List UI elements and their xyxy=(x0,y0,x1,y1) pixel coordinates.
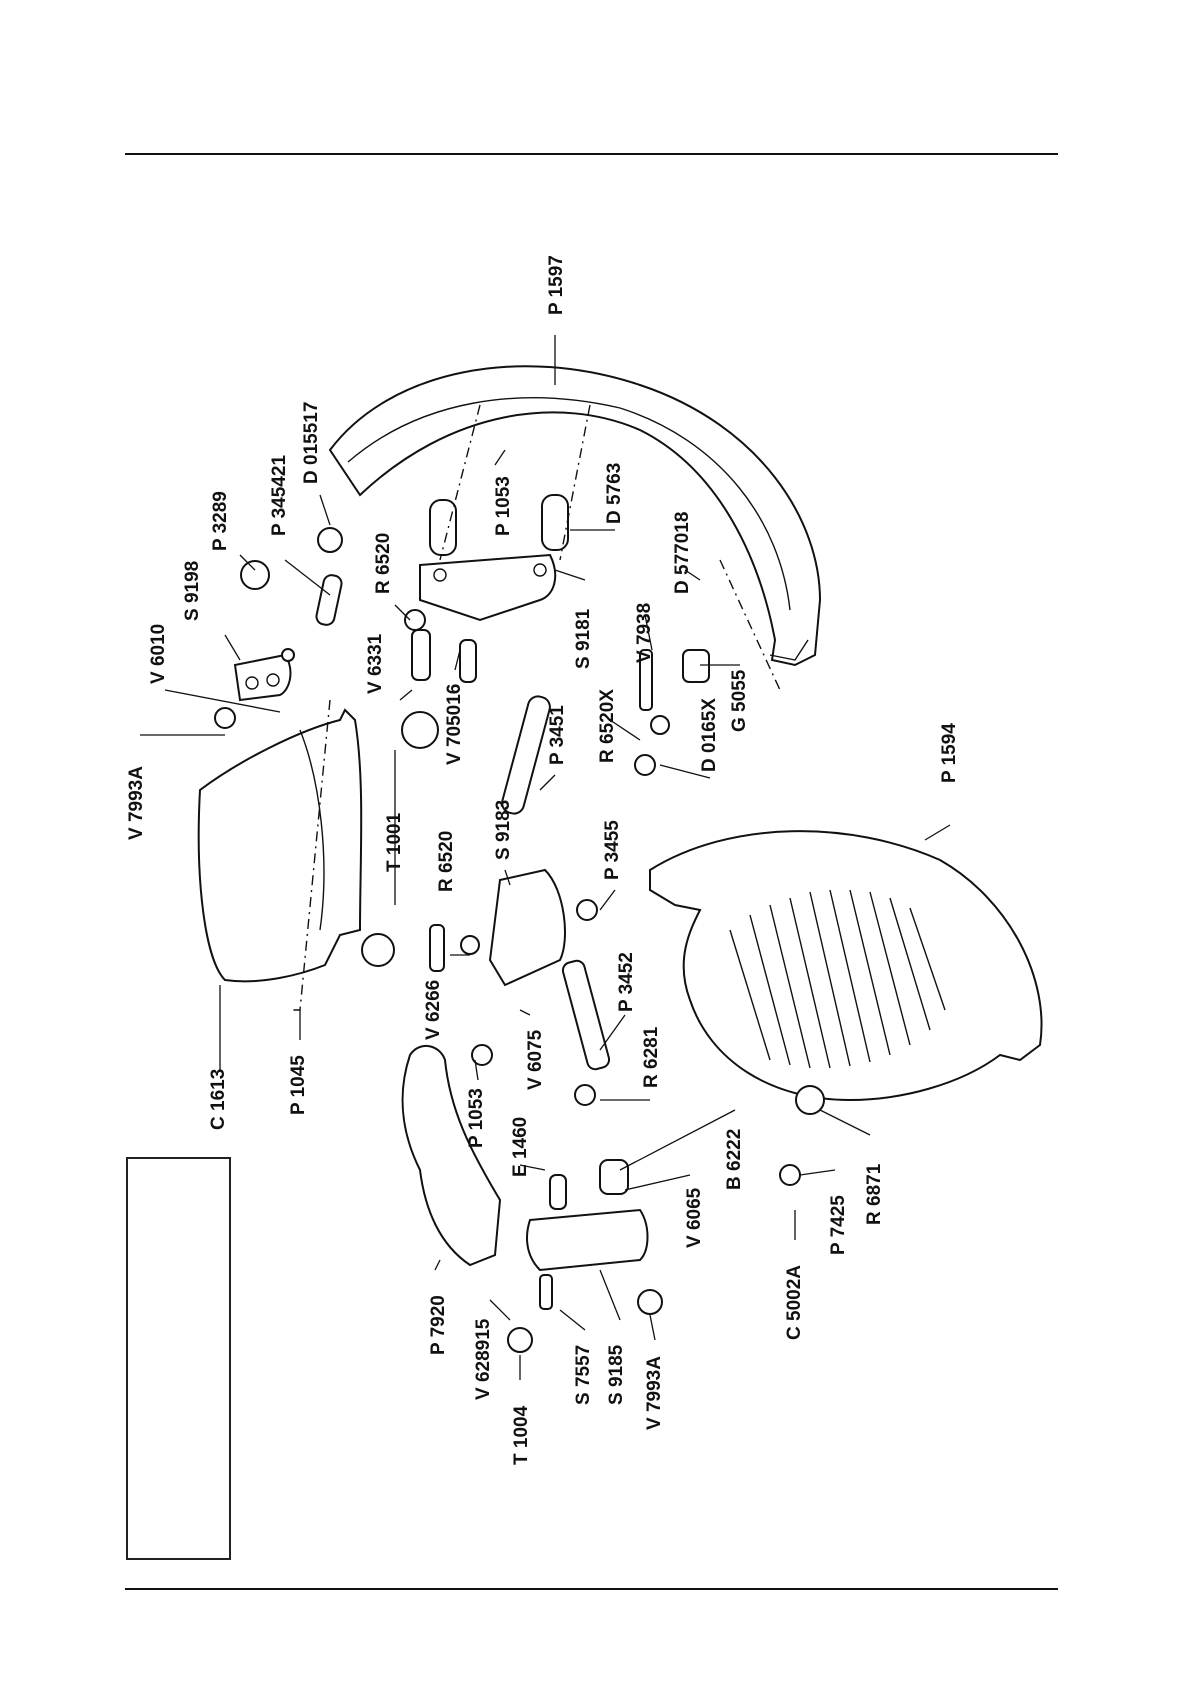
title-block-frame xyxy=(126,1157,231,1560)
label-v6065: V 6065 xyxy=(684,1187,705,1248)
label-d0165x: D 0165X xyxy=(699,698,720,772)
label-s9181: S 9181 xyxy=(573,608,594,669)
label-v7993a-1: V 7993A xyxy=(126,766,147,840)
label-p3452: P 3452 xyxy=(616,952,637,1012)
label-g5055: G 5055 xyxy=(729,669,750,732)
label-c5002a: C 5002A xyxy=(784,1265,805,1340)
label-d5763: D 5763 xyxy=(604,463,625,524)
label-p1597: P 1597 xyxy=(546,255,567,315)
label-r6871: R 6871 xyxy=(864,1163,885,1225)
part-labels: P 1597 D 015517 P 345421 P 3289 S 9198 V… xyxy=(126,255,960,1465)
blade-cover-drawing xyxy=(649,830,1043,1102)
label-v6331: V 6331 xyxy=(365,633,386,694)
label-s9198: S 9198 xyxy=(182,561,203,621)
label-v6010: V 6010 xyxy=(148,624,169,684)
small-parts xyxy=(214,494,825,1353)
top-rule xyxy=(125,153,1058,155)
bottom-rule xyxy=(125,1588,1058,1590)
label-c1613: C 1613 xyxy=(208,1069,229,1130)
label-p3451: P 3451 xyxy=(547,705,568,765)
label-r6520x: R 6520X xyxy=(597,689,618,763)
label-e1460: E 1460 xyxy=(510,1117,531,1177)
bracket-s9185 xyxy=(526,1208,649,1272)
label-p1045: P 1045 xyxy=(288,1055,309,1115)
deflector-drawing xyxy=(197,708,363,983)
label-b6222: B 6222 xyxy=(724,1129,745,1190)
label-s9185: S 9185 xyxy=(606,1344,627,1405)
label-s7557: S 7557 xyxy=(573,1345,594,1405)
label-v705016: V 705016 xyxy=(444,684,465,765)
plate-s9198 xyxy=(233,653,292,702)
plate-s9181 xyxy=(419,553,557,622)
label-s9183: S 9183 xyxy=(493,800,514,860)
label-v7938: V 7938 xyxy=(634,603,655,663)
label-t1001: T 1001 xyxy=(384,812,405,872)
label-p3455: P 3455 xyxy=(602,820,623,880)
label-r6281: R 6281 xyxy=(641,1026,662,1088)
block-s9183 xyxy=(488,868,566,987)
label-p1053-2: P 1053 xyxy=(466,1088,487,1148)
label-p7425: P 7425 xyxy=(828,1195,849,1255)
label-t1004: T 1004 xyxy=(511,1405,532,1465)
handle-drawing xyxy=(401,1045,502,1267)
label-p1053-1: P 1053 xyxy=(493,476,514,536)
label-v6266: V 6266 xyxy=(423,980,444,1040)
label-p7920: P 7920 xyxy=(428,1295,449,1355)
label-p345421: P 345421 xyxy=(269,455,290,536)
label-p1594: P 1594 xyxy=(939,723,960,783)
label-r6520-1: R 6520 xyxy=(373,533,394,594)
label-v628915: V 628915 xyxy=(473,1318,494,1400)
label-d577018: D 577018 xyxy=(672,512,693,594)
label-p3289: P 3289 xyxy=(210,491,231,551)
label-d015517: D 015517 xyxy=(301,402,322,484)
label-v7993a-2: V 7993A xyxy=(644,1356,665,1430)
label-v6075: V 6075 xyxy=(525,1029,546,1090)
arc-guard-drawing xyxy=(328,365,822,667)
label-r6520-2: R 6520 xyxy=(436,831,457,892)
leader-lines xyxy=(140,335,951,1380)
